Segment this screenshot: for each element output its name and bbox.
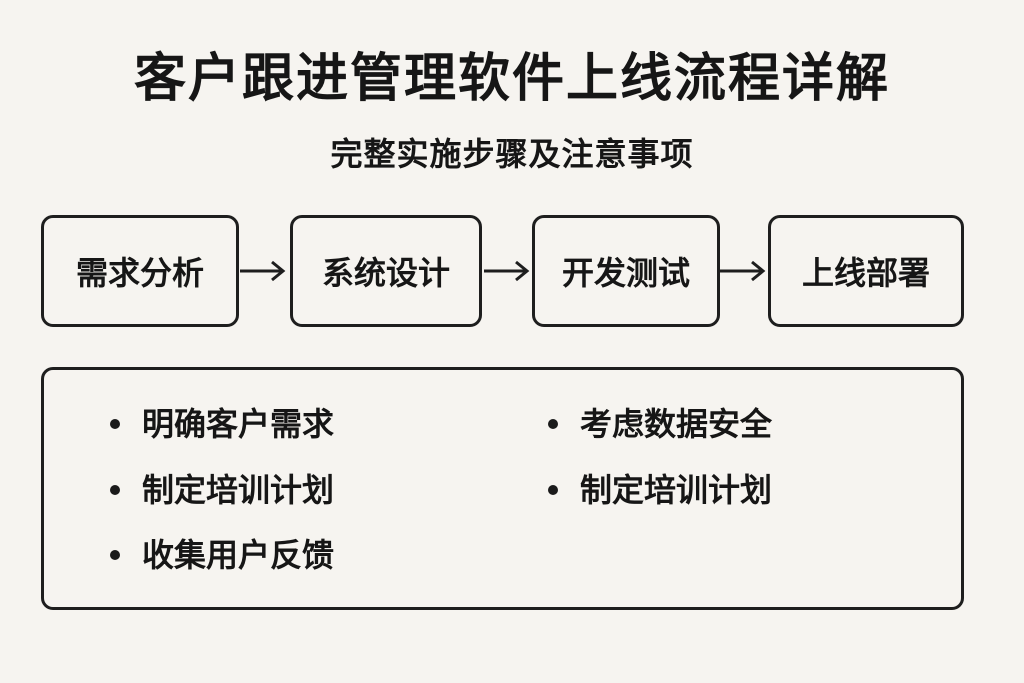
note-item: 考虑数据安全 (548, 402, 772, 446)
step-deployment: 上线部署 (768, 215, 964, 327)
bullet-dot-icon (110, 550, 120, 560)
bullet-dot-icon (548, 419, 558, 429)
arrow-right-icon (240, 260, 286, 282)
bullet-dot-icon (110, 419, 120, 429)
step-label: 上线部署 (801, 254, 930, 292)
note-text: 收集用户反馈 (142, 536, 335, 574)
step-label: 开发测试 (561, 254, 690, 292)
note-text: 制定培训计划 (580, 471, 773, 509)
step-development-testing: 开发测试 (532, 215, 720, 327)
arrow-right-icon (484, 260, 530, 282)
note-text: 考虑数据安全 (580, 405, 773, 443)
step-label: 系统设计 (321, 254, 450, 292)
bullet-dot-icon (110, 485, 120, 495)
note-item: 制定培训计划 (110, 468, 334, 512)
note-item: 明确客户需求 (110, 402, 334, 446)
note-item: 收集用户反馈 (110, 533, 334, 577)
notes-panel (41, 367, 964, 610)
step-system-design: 系统设计 (290, 215, 482, 327)
note-text: 制定培训计划 (142, 471, 335, 509)
arrow-right-icon (720, 260, 766, 282)
page-title: 客户跟进管理软件上线流程详解 (133, 49, 890, 109)
page-subtitle: 完整实施步骤及注意事项 (330, 135, 694, 173)
step-requirements-analysis: 需求分析 (41, 215, 239, 327)
note-text: 明确客户需求 (142, 405, 335, 443)
step-label: 需求分析 (75, 254, 204, 292)
note-item: 制定培训计划 (548, 468, 772, 512)
bullet-dot-icon (548, 485, 558, 495)
